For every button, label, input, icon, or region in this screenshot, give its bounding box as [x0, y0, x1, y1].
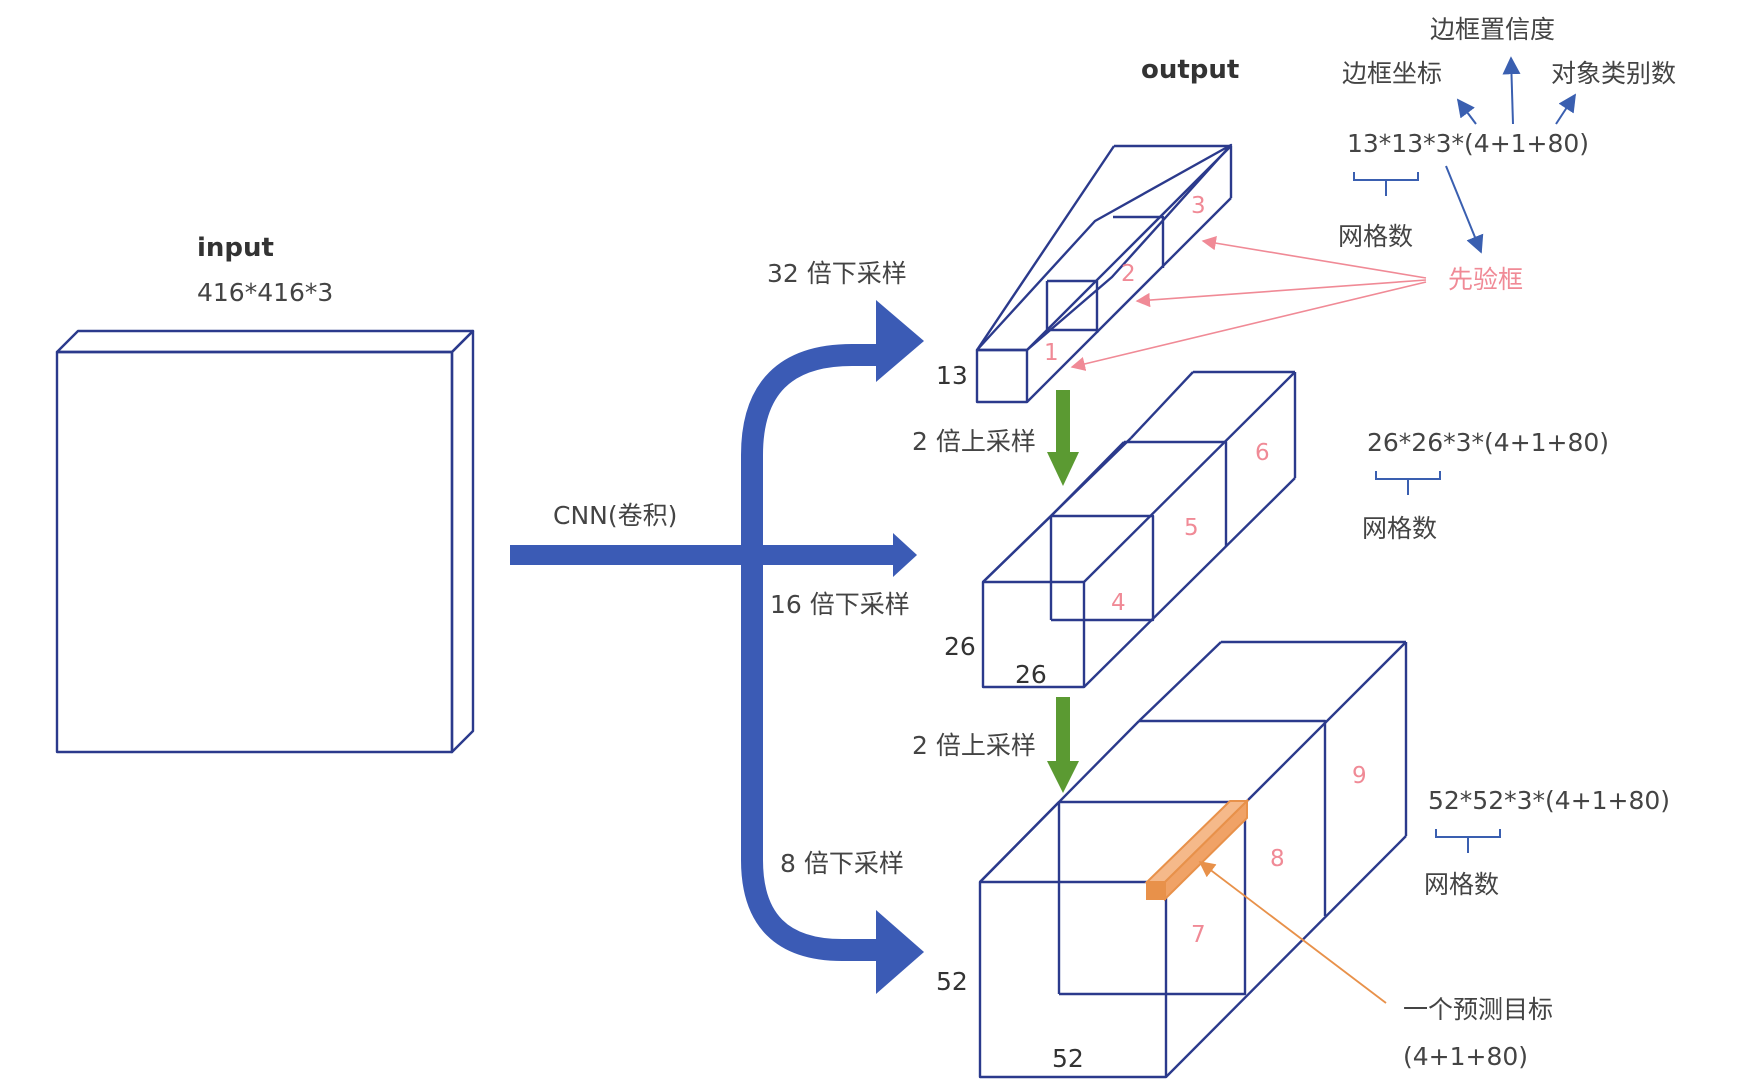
anchor-2: 2	[1121, 261, 1136, 287]
input-cube	[55, 329, 475, 754]
scale-13-top	[975, 143, 1233, 352]
prediction-bar-side	[1164, 798, 1248, 902]
scale-52-tensor	[978, 640, 1408, 1079]
scale-52-cell-7	[1059, 800, 1247, 996]
cnn-arrow	[510, 533, 917, 577]
scale-26-grid-label: 网格数	[1362, 514, 1437, 543]
upsample-label-2: 2 倍上采样	[912, 731, 1036, 760]
scale-13-sep-1	[1047, 279, 1099, 333]
anchor-3: 3	[1191, 193, 1206, 219]
output-title: output	[1141, 55, 1239, 85]
prediction-bar-top	[1144, 800, 1250, 883]
upsample-arrow-1-head	[1047, 452, 1079, 486]
anchor-5: 5	[1184, 515, 1199, 541]
cnn-label: CNN(卷积)	[553, 501, 677, 530]
box-confidence-label: 边框置信度	[1430, 15, 1555, 44]
upsample-arrow-2-head	[1047, 761, 1079, 793]
fork-upper-curve	[741, 344, 878, 555]
anchor-6: 6	[1255, 440, 1270, 466]
scale-13-grid-brace	[1353, 172, 1419, 196]
scale-26-bottom-right-edge	[1083, 477, 1296, 688]
upsample-arrow-2-shaft	[1056, 697, 1070, 763]
downsample-fork-arrow	[741, 300, 924, 994]
scale-26-cell-5	[1124, 440, 1228, 546]
scale-52-cell-7-diag	[979, 801, 1060, 883]
prediction-formula: (4+1+80)	[1403, 1042, 1528, 1071]
scale-13-side-label: 13	[936, 361, 968, 390]
upsample-arrow-1	[1047, 390, 1079, 486]
box-coordinates-label: 边框坐标	[1342, 59, 1442, 88]
scale-52-bottom-right-edge	[1165, 835, 1407, 1078]
prediction-pointer-arrow	[1198, 861, 1387, 1004]
input-cube-side	[450, 329, 475, 754]
scale-13-right-bottom	[1026, 197, 1232, 403]
scale-13-front	[975, 348, 1029, 404]
anchor-arrow-1	[1070, 281, 1427, 371]
cnn-arrow-head	[893, 533, 917, 577]
scale-26-tensor	[981, 370, 1297, 689]
fork-upper-head	[876, 300, 924, 382]
scale-26-top-right-edge	[1083, 371, 1296, 583]
scale-26-cell-4-diag	[982, 515, 1052, 583]
anchor-arrow-2	[1135, 279, 1427, 308]
anchor-box-label: 先验框	[1448, 265, 1523, 294]
cnn-arrow-shaft	[510, 545, 895, 565]
upsample-arrow-1-shaft	[1056, 390, 1070, 454]
scale-13-tensor	[975, 143, 1233, 404]
fork-lower-head	[876, 910, 924, 994]
scale-26-formula: 26*26*3*(4+1+80)	[1367, 428, 1609, 457]
scale-52-formula: 52*52*3*(4+1+80)	[1428, 786, 1670, 815]
scale-26-side-label: 26	[944, 632, 976, 661]
scale-13-sep-2	[1113, 215, 1165, 268]
input-cube-top	[55, 329, 475, 354]
arrow-to-box-confidence	[1502, 56, 1521, 125]
prediction-bar-front	[1146, 881, 1166, 900]
arrow-to-class-count	[1555, 93, 1576, 125]
scale-52-side-label: 52	[936, 967, 968, 996]
anchor-9: 9	[1352, 763, 1367, 789]
scale-13-formula: 13*13*3*(4+1+80)	[1347, 129, 1589, 158]
downsample-32-label: 32 倍下采样	[767, 259, 907, 288]
anchor-8: 8	[1270, 846, 1285, 872]
arrow-to-box-coordinates	[1456, 98, 1477, 125]
anchor-arrow-3	[1201, 236, 1427, 279]
downsample-8-label: 8 倍下采样	[780, 849, 904, 878]
scale-13-top-edge-front	[976, 145, 1115, 351]
scale-13-right-top	[1026, 145, 1232, 351]
anchor-7: 7	[1191, 922, 1206, 948]
upsample-label-1: 2 倍上采样	[912, 427, 1036, 456]
input-title: input	[197, 233, 274, 263]
anchor-1: 1	[1044, 340, 1059, 366]
scale-26-grid-brace	[1375, 471, 1441, 495]
upsample-arrow-2	[1047, 697, 1079, 793]
scale-52-top-back-left	[1138, 641, 1222, 722]
arrow-to-anchor-label	[1445, 165, 1484, 254]
scale-52-depth-label: 52	[1052, 1044, 1084, 1073]
input-size: 416*416*3	[197, 278, 333, 307]
fork-lower-curve	[741, 555, 878, 961]
scale-52-grid-brace	[1435, 829, 1501, 853]
scale-52-grid-label: 网格数	[1424, 870, 1499, 899]
scale-52-cell-8	[1139, 719, 1327, 916]
downsample-16-label: 16 倍下采样	[770, 590, 910, 619]
class-count-label: 对象类别数	[1551, 59, 1676, 88]
anchor-4: 4	[1111, 590, 1126, 616]
input-cube-front	[55, 350, 454, 754]
scale-26-top-back-left	[1130, 371, 1194, 439]
scale-26-cell-4	[1051, 514, 1155, 622]
scale-26-cell-5-diag	[1050, 441, 1125, 517]
prediction-label: 一个预测目标	[1403, 995, 1553, 1024]
scale-26-depth-label: 26	[1015, 660, 1047, 689]
scale-13-grid-label: 网格数	[1338, 222, 1413, 251]
